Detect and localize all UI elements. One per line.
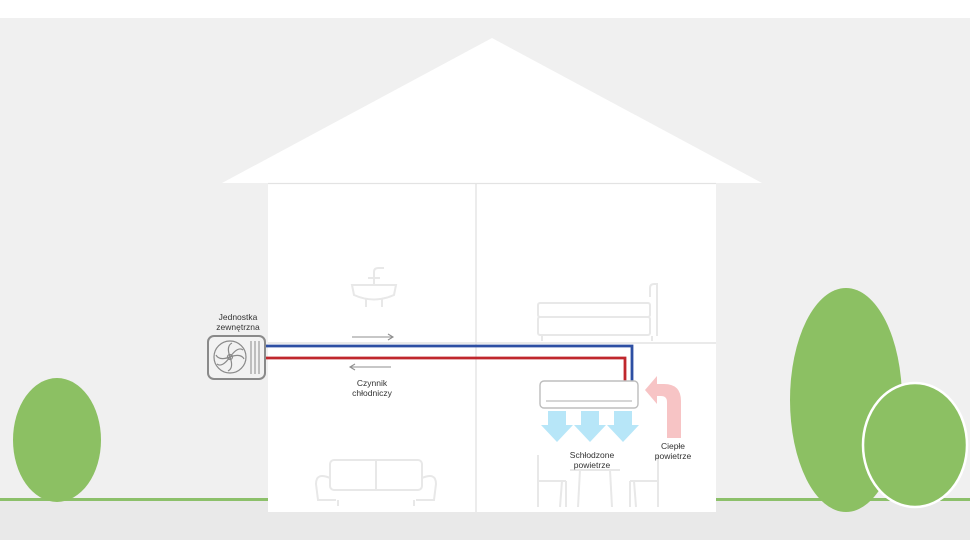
cool-air-arrows [541,411,639,442]
warm-air-label: Ciepłe powietrze [643,441,703,461]
dining-set-icon [537,455,659,508]
pipe-return [263,356,627,384]
flow-direction-arrow-icon [352,333,395,341]
cool-air-arrow-icon [541,411,573,442]
bed-icon [537,283,658,341]
cooled-air-label-line-2: powietrze [573,460,611,470]
tree-left [13,378,101,502]
fan-icon [213,340,247,374]
outdoor-unit-label-line-2: zewnętrzna [216,322,260,332]
warm-air-label-line-1: Ciepłe [660,441,686,451]
outdoor-unit-label: Jednostka zewnętrzna [207,312,269,332]
sofa-icon [314,459,438,506]
pipe-supply [263,344,634,384]
top-white-band [0,0,970,18]
house-roof [222,38,762,183]
house-body [268,183,716,512]
bottom-white-band [0,540,970,546]
sink-icon [350,267,398,307]
warm-air-label-line-2: powietrze [654,451,692,461]
refrigerant-label-line-2: chłodniczy [352,388,392,398]
indoor-ac-unit [539,380,639,409]
cool-air-arrow-icon [574,411,606,442]
warm-air-arrow-icon [645,376,681,438]
flow-direction-arrow-icon [348,363,391,371]
cooled-air-label: Schłodzone powietrze [554,450,630,470]
refrigerant-label: Czynnik chłodniczy [339,378,405,398]
cool-air-arrow-icon [607,411,639,442]
outdoor-unit [207,335,266,380]
outdoor-unit-label-line-1: Jednostka [218,312,258,322]
tree-right-small [861,381,969,509]
cooled-air-label-line-1: Schłodzone [569,450,615,460]
refrigerant-label-line-1: Czynnik [356,378,388,388]
